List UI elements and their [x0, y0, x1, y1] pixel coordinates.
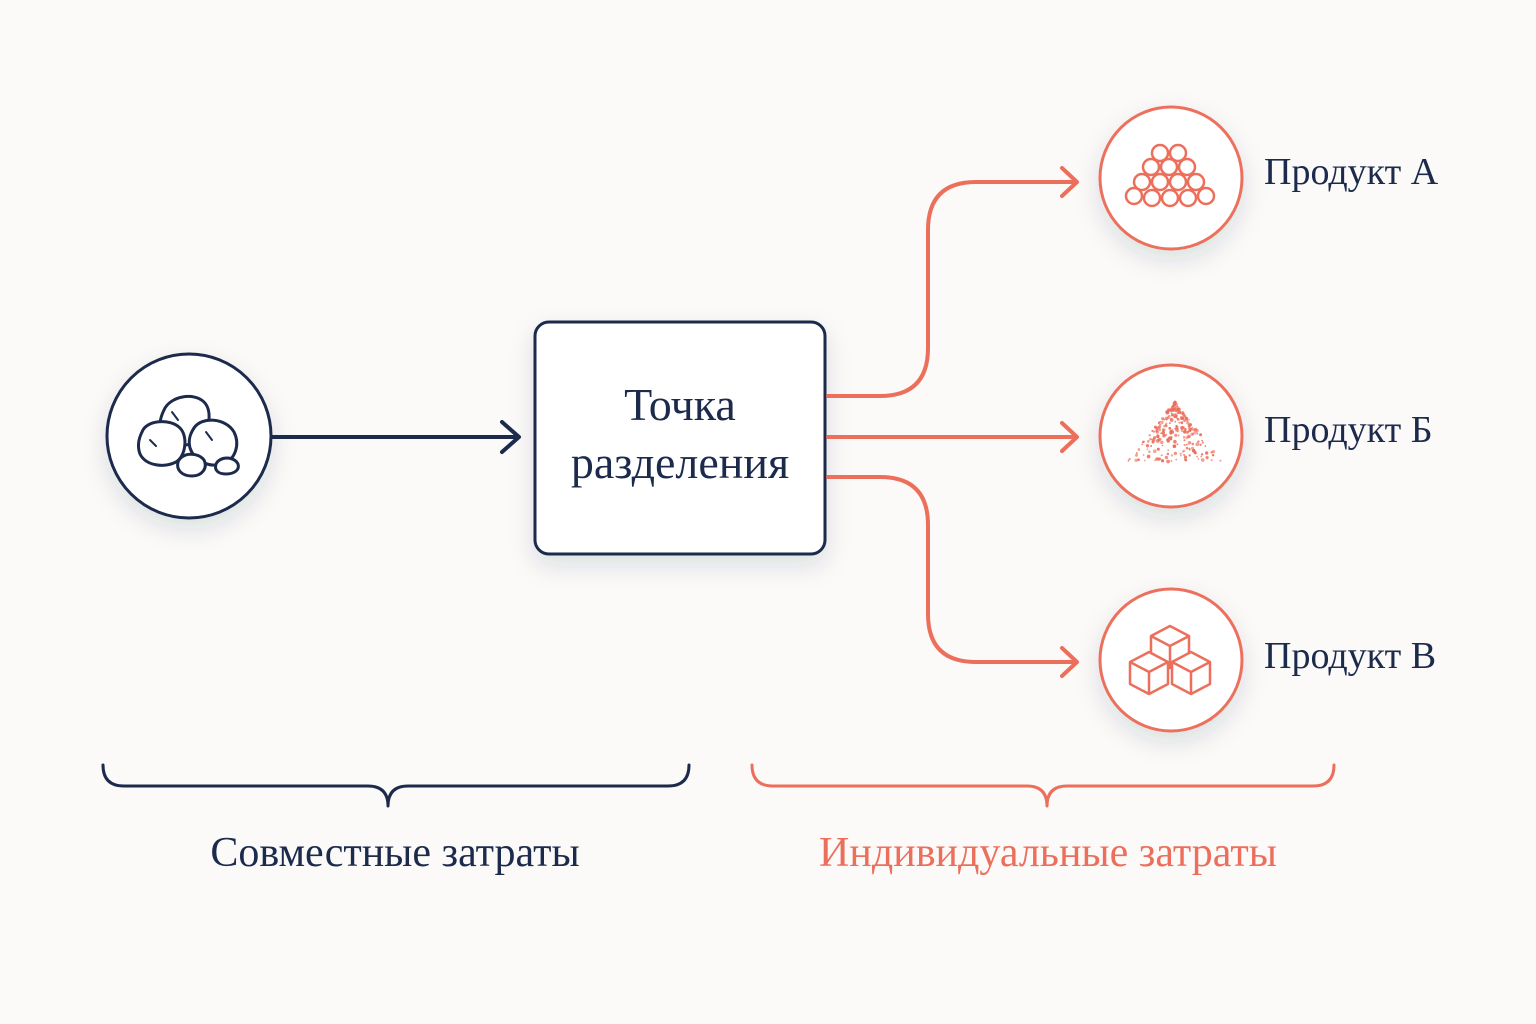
product-b-circle [1098, 363, 1244, 509]
raw-material-node [105, 352, 273, 520]
branch-arrow-b [826, 421, 1079, 453]
split-point-label-line2: разделения [571, 437, 789, 488]
cubes-icon [1128, 624, 1212, 696]
split-point-label-line1: Точка [624, 379, 736, 430]
split-point-node: Точка разделения [533, 320, 827, 556]
product-c-label: Продукт В [1264, 635, 1436, 677]
product-c-node: Продукт В [1098, 587, 1436, 733]
joint-costs-brace [101, 763, 691, 808]
product-b-node: Продукт Б [1098, 363, 1433, 509]
spheres-pile-icon [1124, 143, 1216, 208]
product-a-node: Продукт А [1098, 105, 1439, 251]
separable-costs-brace [750, 763, 1336, 808]
split-point-box [533, 320, 827, 556]
powder-pile-icon [1127, 400, 1222, 464]
branch-arrow-a [826, 166, 1079, 398]
joint-costs-label: Совместные затраты [210, 830, 579, 876]
rocks-icon [137, 394, 240, 478]
joint-arrow [270, 420, 521, 454]
product-a-label: Продукт А [1264, 151, 1439, 193]
product-b-label: Продукт Б [1264, 409, 1433, 451]
branch-arrow-c [826, 475, 1079, 678]
separable-costs-label: Индивидуальные затраты [819, 830, 1277, 876]
